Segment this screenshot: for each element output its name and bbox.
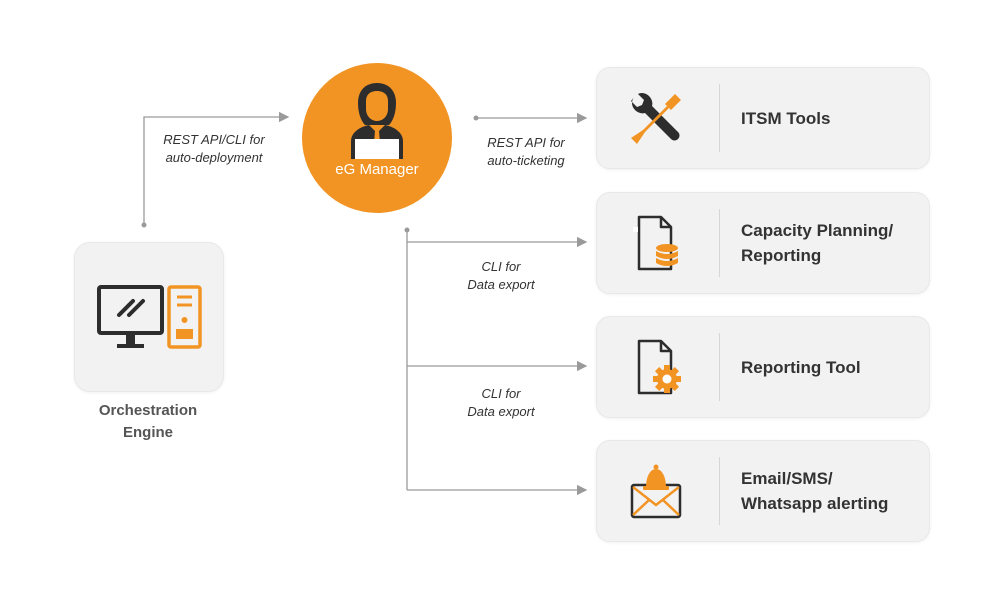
orchestration-engine-label: Orchestration Engine (98, 402, 198, 441)
deployment-edge-label: REST API/CLI for auto-deployment (163, 132, 265, 165)
alerting-divider (719, 457, 720, 525)
capacity-divider (719, 209, 720, 277)
reporting-divider (719, 333, 720, 401)
document-gear-icon (637, 339, 681, 395)
export-edge-label-1: CLI for Data export (467, 259, 535, 292)
export-edge-label-2: CLI for Data export (467, 386, 535, 419)
alerting-card: Email/SMS/ Whatsapp alerting (596, 440, 930, 542)
ticketing-connector (473, 112, 588, 124)
reporting-tool-label: Reporting Tool (741, 357, 861, 377)
deployment-connector (141, 111, 290, 228)
itsm-tools-card: ITSM Tools (596, 67, 930, 169)
manager-person-icon (351, 83, 403, 159)
reporting-tool-card: Reporting Tool (596, 316, 930, 418)
capacity-planning-label: Capacity Planning/ Reporting (741, 221, 894, 265)
eg-manager-node: eG Manager (302, 63, 452, 213)
export-connector (404, 227, 588, 496)
capacity-planning-card: Capacity Planning/ Reporting (596, 192, 930, 294)
itsm-divider (719, 84, 720, 152)
manager-label: eG Manager (335, 161, 419, 178)
computer-icon (97, 285, 202, 349)
itsm-tools-label: ITSM Tools (741, 108, 831, 128)
document-database-icon (633, 215, 678, 271)
ticketing-edge-label: REST API for auto-ticketing (487, 135, 565, 168)
envelope-alarm-icon (630, 464, 682, 519)
wrench-screwdriver-icon (631, 92, 681, 144)
alerting-label: Email/SMS/ Whatsapp alerting (741, 469, 889, 513)
orchestration-engine-card (74, 242, 224, 392)
